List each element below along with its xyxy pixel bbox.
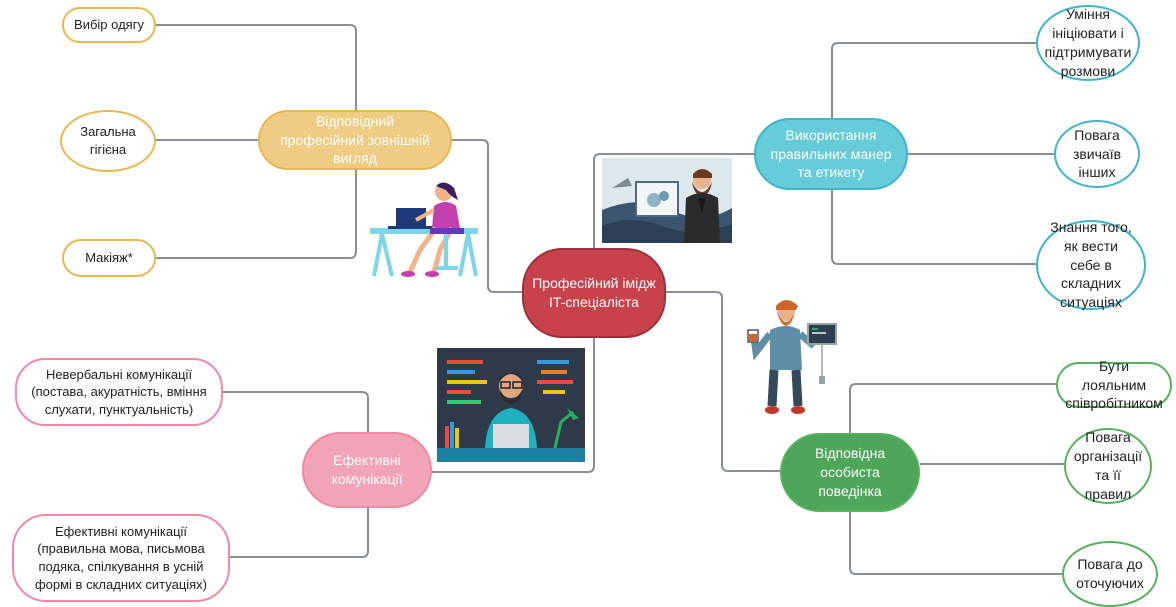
leaf-conversation-skills[interactable]: Уміння ініціювати і підтримувати розмови — [1036, 5, 1140, 81]
connector-appearance-leaf-1 — [155, 24, 357, 140]
central-topic[interactable]: Професійний імідж IT-спеціаліста — [522, 248, 666, 338]
leaf-clothing-choice[interactable]: Вибір одягу — [62, 7, 156, 43]
connector-manners-leaf-1 — [831, 42, 1036, 118]
leaf-effective-communication[interactable]: Ефективні комунікації (правильна мова, п… — [12, 514, 230, 602]
branch-communication[interactable]: Ефективні комунікації — [302, 432, 432, 508]
connector-appearance-center — [452, 139, 522, 293]
connector-manners-leaf-3 — [831, 190, 1036, 265]
leaf-makeup[interactable]: Макіяж* — [62, 239, 156, 277]
connector-communication-center — [432, 338, 595, 473]
connector-behavior-leaf-3 — [849, 512, 1062, 575]
leaf-respect-customs[interactable]: Повага звичаїв інших — [1054, 120, 1140, 188]
bearded-man-screen-illustration — [602, 158, 732, 243]
connector-communication-leaf-1 — [220, 391, 369, 432]
woman-laptop-illustration — [360, 180, 484, 280]
connector-behavior-leaf-1 — [849, 383, 1056, 433]
leaf-difficult-situations[interactable]: Знання того, як вести себе в складних си… — [1036, 219, 1146, 310]
leaf-general-hygiene[interactable]: Загальна гігієна — [60, 110, 156, 172]
leaf-respect-others[interactable]: Повага до оточуючих — [1062, 541, 1158, 607]
leaf-loyal-employee[interactable]: Бути лояльним співробітником — [1056, 358, 1172, 411]
branch-appearance[interactable]: Відповідний професійний зовнішній вигляд — [258, 110, 452, 170]
branch-behavior[interactable]: Відповідна особиста поведінка — [780, 433, 920, 512]
man-coffee-laptop-illustration — [742, 296, 842, 418]
leaf-respect-organization[interactable]: Повага організації та її правил — [1064, 428, 1152, 504]
leaf-nonverbal-communication[interactable]: Невербальні комунікації (постава, акурат… — [15, 358, 223, 426]
connector-manners-center — [593, 153, 754, 248]
branch-manners[interactable]: Використання правильних манер та етикету — [754, 118, 908, 190]
connector-appearance-leaf-3 — [155, 170, 357, 259]
connector-communication-leaf-2 — [228, 508, 369, 558]
connector-behavior-center — [666, 291, 780, 472]
programmer-desk-illustration — [437, 348, 585, 462]
